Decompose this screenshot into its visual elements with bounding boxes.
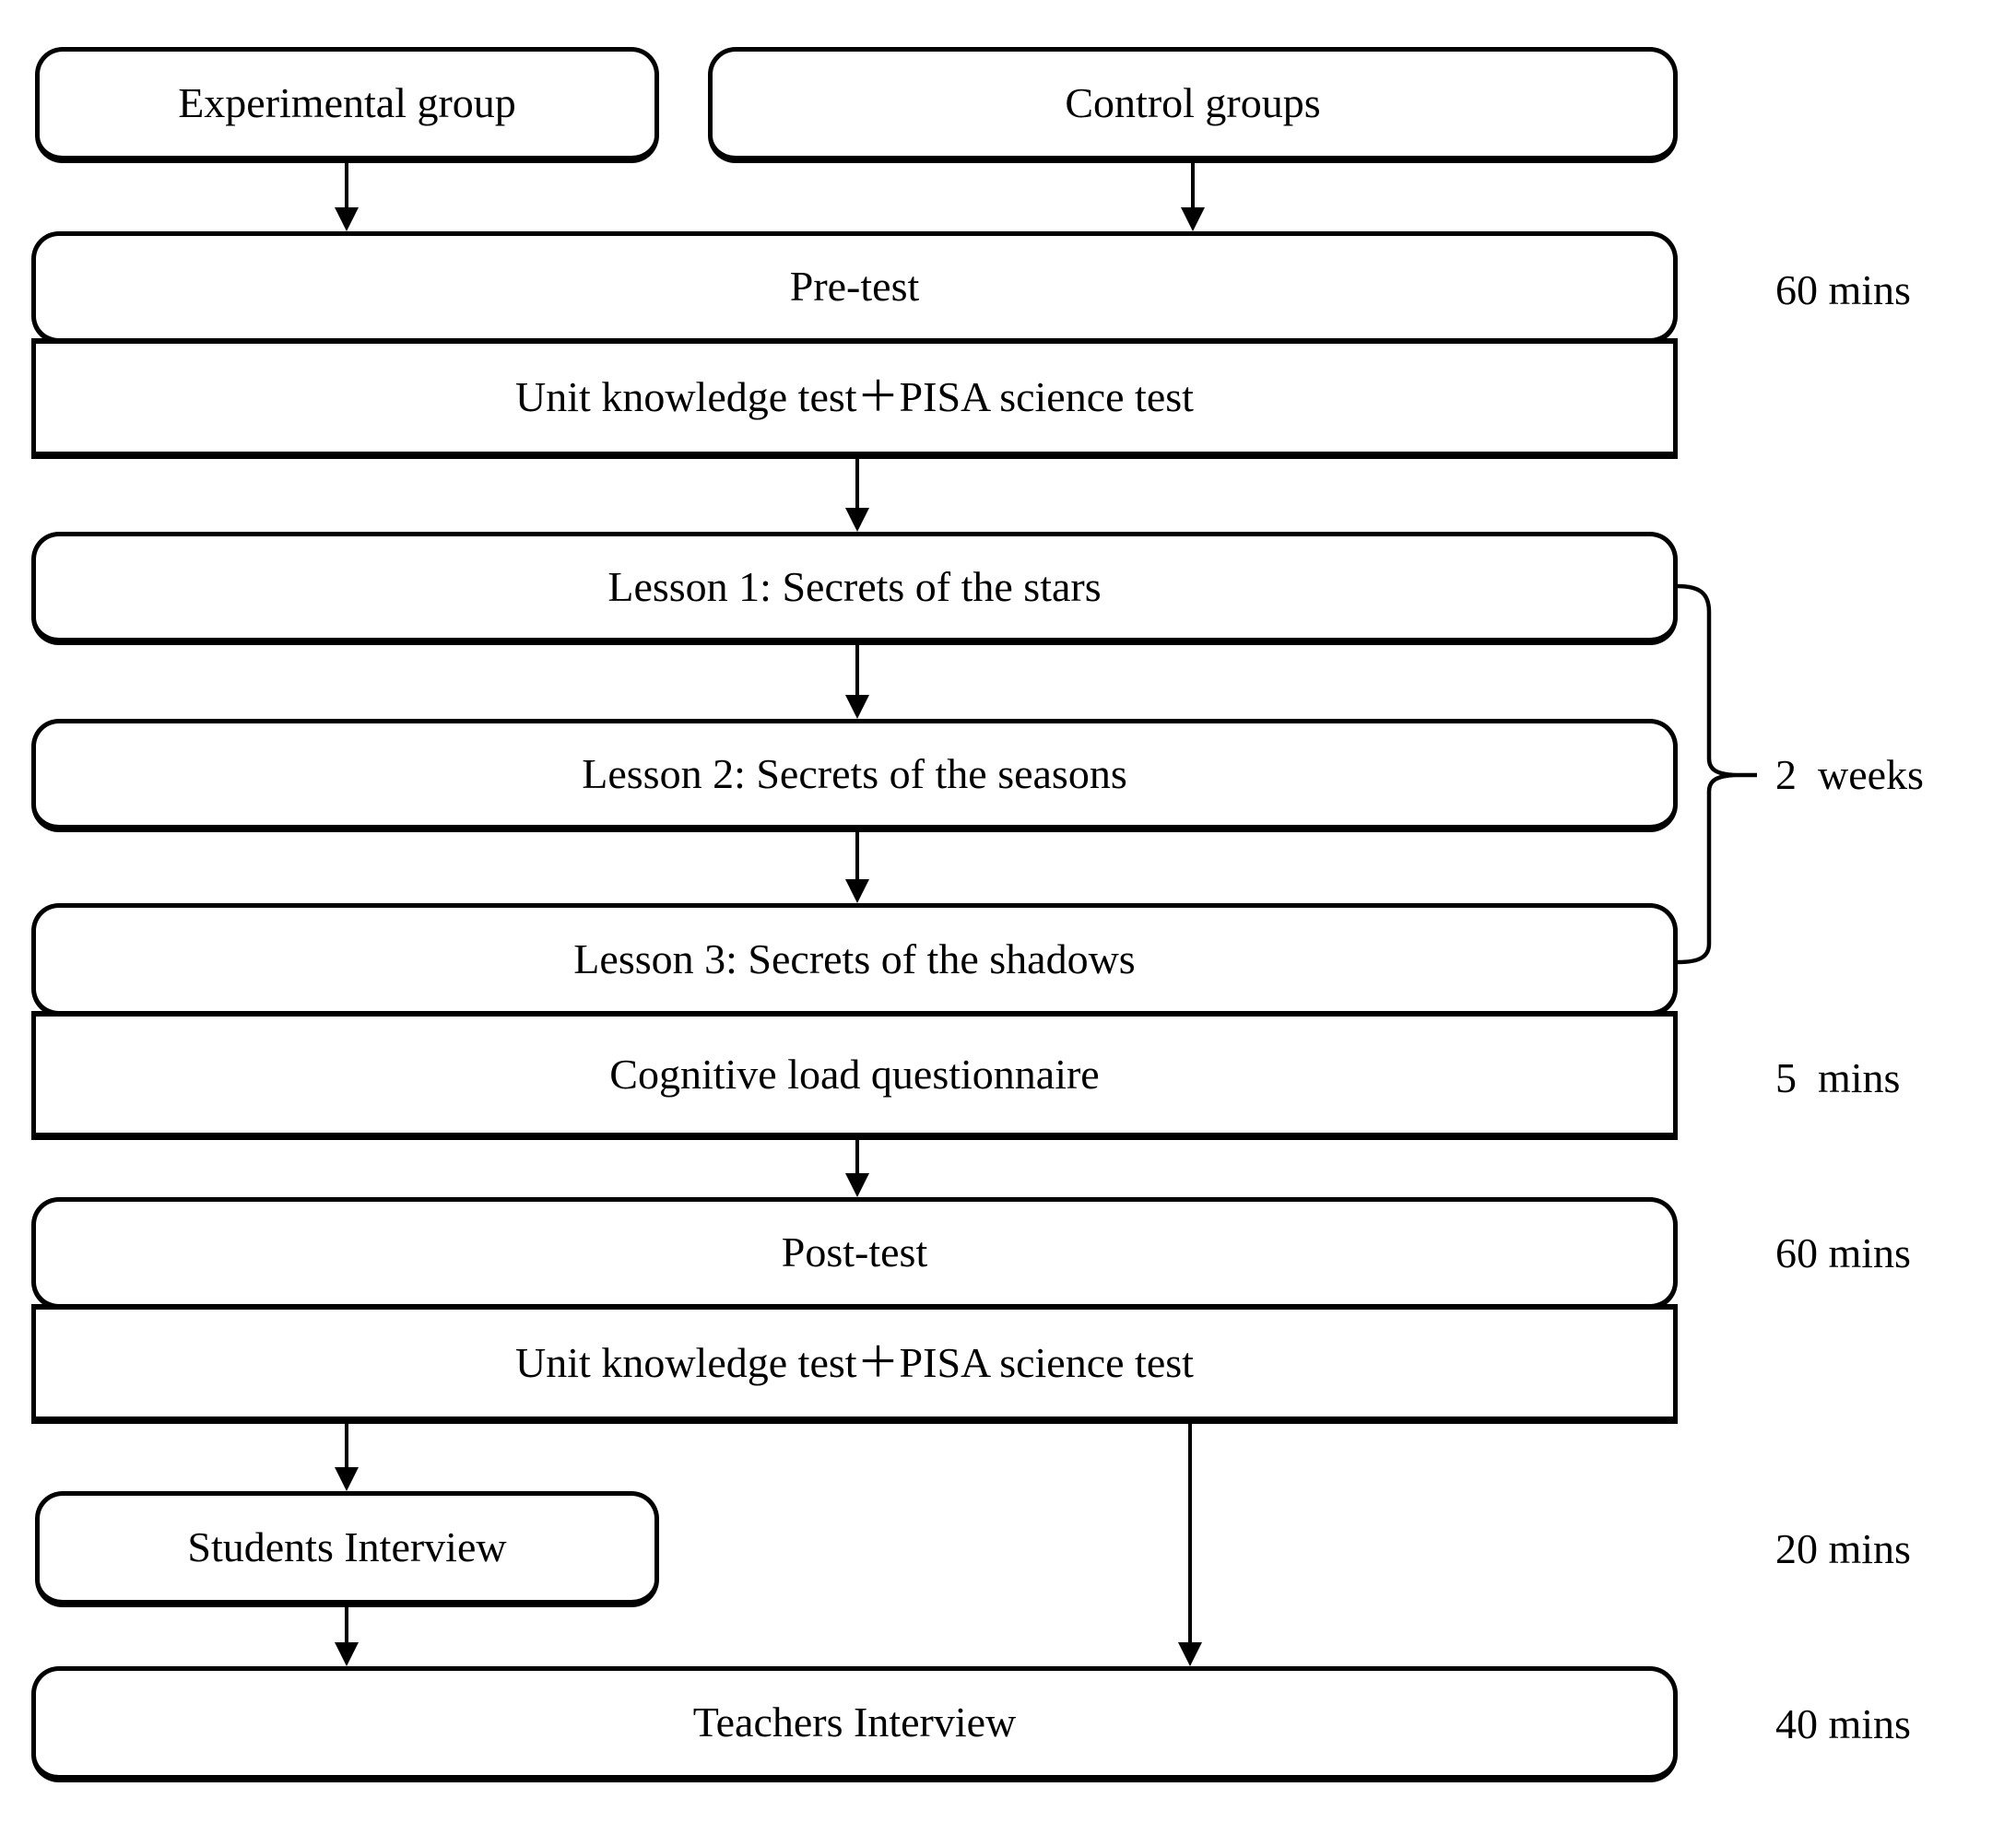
arrow-shaft: [345, 163, 348, 207]
arrow-head-icon: [845, 879, 869, 903]
arrow-students-to-teachers: [335, 1607, 359, 1666]
arrow-head-icon: [335, 1642, 359, 1666]
arrow-posttest-to-teachers: [1178, 1424, 1202, 1666]
post-test-detail-box: Unit knowledge test＋PISA science test: [31, 1304, 1678, 1424]
lesson-2-box: Lesson 2: Secrets of the seasons: [31, 719, 1678, 832]
students-interview-box: Students Interview: [35, 1491, 659, 1607]
teachers-interview-box: Teachers Interview: [31, 1666, 1678, 1782]
duration-label-pretest: 60 mins: [1775, 266, 1911, 313]
arrow-shaft: [1188, 1424, 1192, 1642]
arrow-control-to-pretest: [1181, 163, 1205, 231]
duration-label-students: 20 mins: [1775, 1525, 1911, 1572]
arrow-shaft: [1191, 163, 1195, 207]
arrow-shaft: [345, 1607, 348, 1642]
arrow-shaft: [855, 459, 859, 508]
duration-label-cognitive: 5 mins: [1775, 1054, 1901, 1101]
arrow-head-icon: [335, 207, 359, 231]
pre-test-box: Pre-test: [31, 231, 1678, 344]
arrow-posttest-to-students: [335, 1424, 359, 1491]
arrow-pretest-to-lesson1: [845, 459, 869, 532]
arrow-shaft: [855, 1140, 859, 1173]
arrow-head-icon: [845, 1173, 869, 1197]
duration-label-teachers: 40 mins: [1775, 1700, 1911, 1747]
duration-label-posttest: 60 mins: [1775, 1229, 1911, 1276]
arrow-lesson2-to-lesson3: [845, 832, 869, 903]
experimental-group-box: Experimental group: [35, 47, 659, 163]
pre-test-detail-box: Unit knowledge test＋PISA science test: [31, 338, 1678, 459]
arrow-lesson1-to-lesson2: [845, 645, 869, 719]
arrow-head-icon: [1181, 207, 1205, 231]
arrow-experimental-to-pretest: [335, 163, 359, 231]
arrow-shaft: [345, 1424, 348, 1467]
arrow-shaft: [855, 645, 859, 695]
arrow-head-icon: [845, 695, 869, 719]
lesson-1-box: Lesson 1: Secrets of the stars: [31, 532, 1678, 645]
arrow-shaft: [855, 832, 859, 879]
control-groups-box: Control groups: [708, 47, 1678, 163]
arrow-head-icon: [1178, 1642, 1202, 1666]
lesson-3-box: Lesson 3: Secrets of the shadows: [31, 903, 1678, 1017]
cognitive-load-box: Cognitive load questionnaire: [31, 1011, 1678, 1140]
arrow-cognitive-to-posttest: [845, 1140, 869, 1197]
arrow-head-icon: [845, 508, 869, 532]
two-weeks-brace: [1677, 583, 1757, 965]
arrow-head-icon: [335, 1467, 359, 1491]
duration-label-lessons: 2 weeks: [1775, 751, 1924, 798]
post-test-box: Post-test: [31, 1197, 1678, 1310]
